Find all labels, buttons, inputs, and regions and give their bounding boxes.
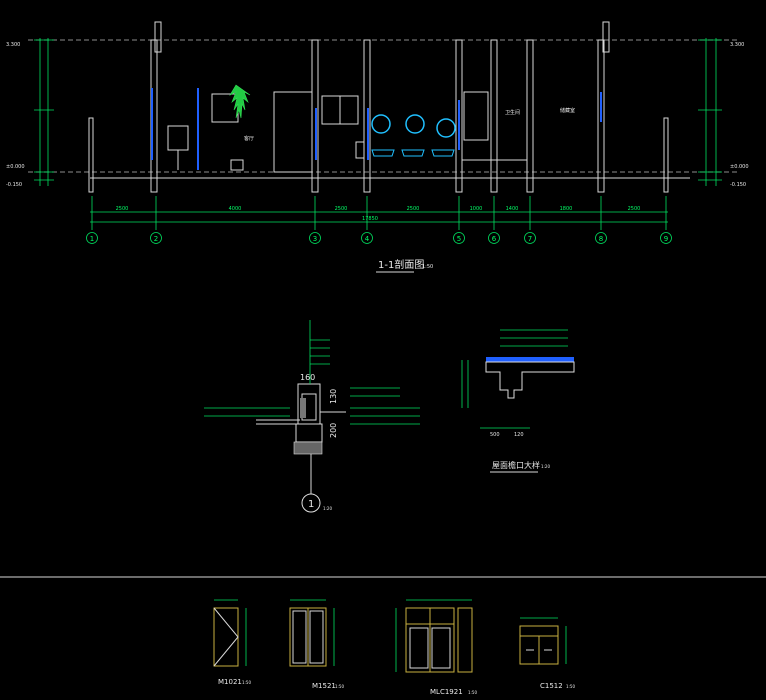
axis-label: 2: [154, 235, 158, 243]
dim-3: 2500: [335, 206, 348, 212]
window-c1512: C1512 1:50: [519, 617, 575, 690]
axis-bubble: [524, 232, 536, 244]
axis-label: 5: [457, 235, 461, 243]
door-m1021: M1021 1:50: [213, 599, 251, 686]
axis-bubble: [309, 232, 321, 244]
door-mlc1921: MLC1921 1:50: [395, 599, 477, 696]
dim-4: 2500: [407, 206, 420, 212]
axis-bubble: [361, 232, 373, 244]
dim-8: 2500: [628, 206, 641, 212]
elev-floor-right: ±0.000: [730, 164, 749, 170]
axis-label: 6: [492, 235, 497, 243]
elev-floor-left: ±0.000: [6, 164, 25, 170]
mirror-icon-2: [405, 114, 425, 134]
axis-label: 3: [313, 235, 317, 243]
dim-5: 1000: [470, 206, 483, 212]
axis-bubble: [595, 232, 607, 244]
door-opening: [273, 91, 313, 173]
window-c1512-scale: 1:50: [566, 684, 575, 689]
elev-bottom-right: -0.150: [730, 182, 746, 188]
door-m1021-code: M1021: [218, 678, 242, 686]
basin-icons: [371, 149, 455, 157]
axis-label: 8: [599, 235, 603, 243]
section-title: 1-1剖面图: [378, 258, 424, 271]
roof-membrane: [486, 357, 574, 362]
window-c1512-code: C1512: [540, 682, 563, 690]
axis-bubbles: 1 2 3 4 5 6 7 8 9: [86, 232, 672, 244]
right-elevation-dims: 3.300 ±0.000 -0.150: [698, 38, 749, 188]
cabinet-right: [463, 91, 489, 141]
axis-label: 9: [664, 235, 668, 243]
axis-bubble: [86, 232, 98, 244]
door-m1521: M1521 1:50: [289, 599, 344, 690]
glazing: [151, 88, 602, 170]
elev-top-left: 3.300: [6, 42, 20, 48]
detail-index: 1: [308, 499, 314, 510]
eave-dim-2: 120: [514, 432, 524, 438]
dim-6: 1400: [506, 206, 519, 212]
left-elevation-dims: 3.300 ±0.000 -0.150: [6, 38, 54, 188]
door-m1021-scale: 1:50: [242, 680, 251, 685]
detail1-scale: 1:20: [323, 506, 332, 511]
eave-dim-1: 500: [490, 432, 500, 438]
axis-bubble: [150, 232, 162, 244]
axis-bubble: [488, 232, 500, 244]
detail-1: 160 130 200 1 1:20: [204, 320, 420, 513]
hatch: [300, 398, 306, 418]
door-m1521-scale: 1:50: [335, 684, 344, 689]
eave-profile: [485, 361, 575, 399]
axis-label: 7: [528, 235, 532, 243]
dim-1: 2500: [116, 206, 129, 212]
axis-label: 4: [365, 235, 370, 243]
total-dim: 17850: [362, 216, 378, 222]
room-label-1: 客厅: [244, 135, 254, 142]
dim-top: 160: [300, 373, 315, 382]
axis-label: 1: [90, 235, 94, 243]
dim-low: 200: [329, 423, 338, 438]
room-label-2: 卫生间: [505, 109, 520, 116]
dim-7: 1800: [560, 206, 573, 212]
footing: [293, 441, 323, 455]
mirror-icon-3: [436, 118, 456, 138]
axis-bubble: [660, 232, 672, 244]
detail2-scale: 1:20: [541, 464, 550, 469]
dimension-chain: 17850 2500 4000 2500 2500 1000 1400 1800…: [90, 196, 668, 230]
dim-2: 4000: [229, 206, 242, 212]
cabinet: [167, 125, 189, 151]
mirror-icon-1: [371, 114, 391, 134]
door-m1521-code: M1521: [312, 682, 336, 690]
detail2-title: 屋面檐口大样: [492, 460, 540, 470]
section-scale: 1:50: [422, 264, 433, 270]
plant-pot: [230, 159, 244, 171]
axis-bubble: [453, 232, 465, 244]
detail-2: 500 120 屋面檐口大样 1:20: [461, 329, 575, 473]
elev-bottom-left: -0.150: [6, 182, 22, 188]
plant-icon: [229, 84, 251, 119]
walls: [88, 21, 669, 193]
dim-mid: 130: [329, 389, 338, 404]
room-label-3: 储藏室: [560, 107, 575, 114]
section-1-1: 3.300 ±0.000 -0.150 3.300 ±0.000 -0.150: [6, 21, 749, 273]
interior-items: [167, 84, 527, 173]
elev-top-right: 3.300: [730, 42, 744, 48]
door-mlc1921-scale: 1:50: [468, 690, 477, 695]
door-mlc1921-code: MLC1921: [430, 688, 463, 696]
window-schedule: M1021 1:50 M1521 1:50 MLC1921 1:50: [213, 599, 575, 696]
